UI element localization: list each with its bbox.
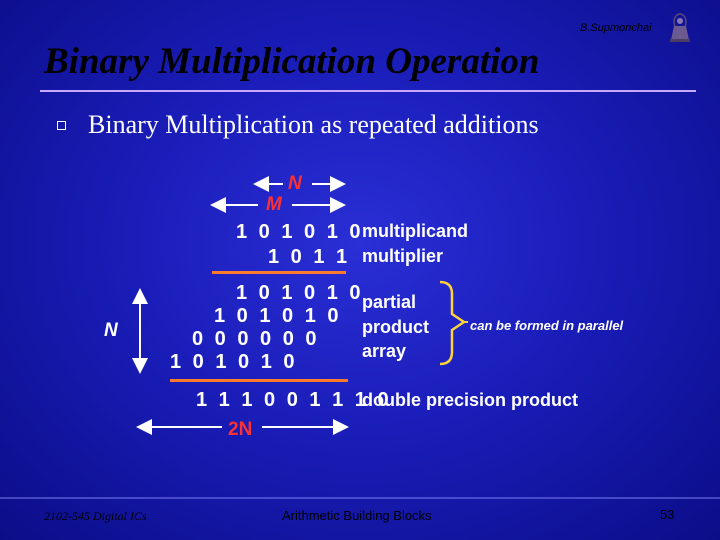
- multiplier-rule: [212, 271, 346, 274]
- partial-product-row: 1 0 1 0 1 0: [214, 305, 342, 327]
- label-m: M: [266, 194, 282, 215]
- partial-label-line: partial: [362, 292, 417, 312]
- multiplier-label: multiplier: [362, 246, 444, 266]
- partial-label-line: array: [362, 341, 407, 361]
- partial-product-row: 1 0 1 0 1 0: [170, 351, 298, 373]
- parallel-note: can be formed in parallel: [470, 318, 624, 333]
- partial-product-row: 0 0 0 0 0 0: [192, 328, 320, 350]
- label-n-top: N: [288, 173, 302, 194]
- product-label: double precision product: [362, 390, 579, 410]
- page-number: 53: [660, 507, 675, 522]
- multiplicand-label: multiplicand: [362, 221, 469, 241]
- page-title: Binary Multiplication Operation: [44, 41, 540, 82]
- product-value: 1 1 1 0 0 1 1 1 0: [196, 389, 392, 411]
- label-2n: 2N: [228, 419, 253, 440]
- multiplier-value: 1 0 1 1: [268, 246, 351, 268]
- bullet-marker-icon: [57, 121, 66, 130]
- partial-product-row: 1 0 1 0 1 0: [236, 282, 364, 304]
- footer-course: 2102-545 Digital ICs: [44, 509, 147, 523]
- footer-divider: [0, 497, 720, 499]
- author-name: B.Supmonchai: [580, 22, 652, 34]
- label-n-left: N: [104, 320, 118, 341]
- bullet-text: Binary Multiplication as repeated additi…: [88, 110, 539, 139]
- multiplicand-value: 1 0 1 0 1 0: [236, 221, 364, 243]
- university-seal-icon: [670, 13, 690, 42]
- partial-label-line: product: [362, 317, 429, 337]
- title-divider: [40, 90, 696, 92]
- partial-array-bracket: [439, 280, 467, 366]
- partial-sum-rule: [170, 379, 348, 382]
- footer-topic: Arithmetic Building Blocks: [282, 508, 432, 523]
